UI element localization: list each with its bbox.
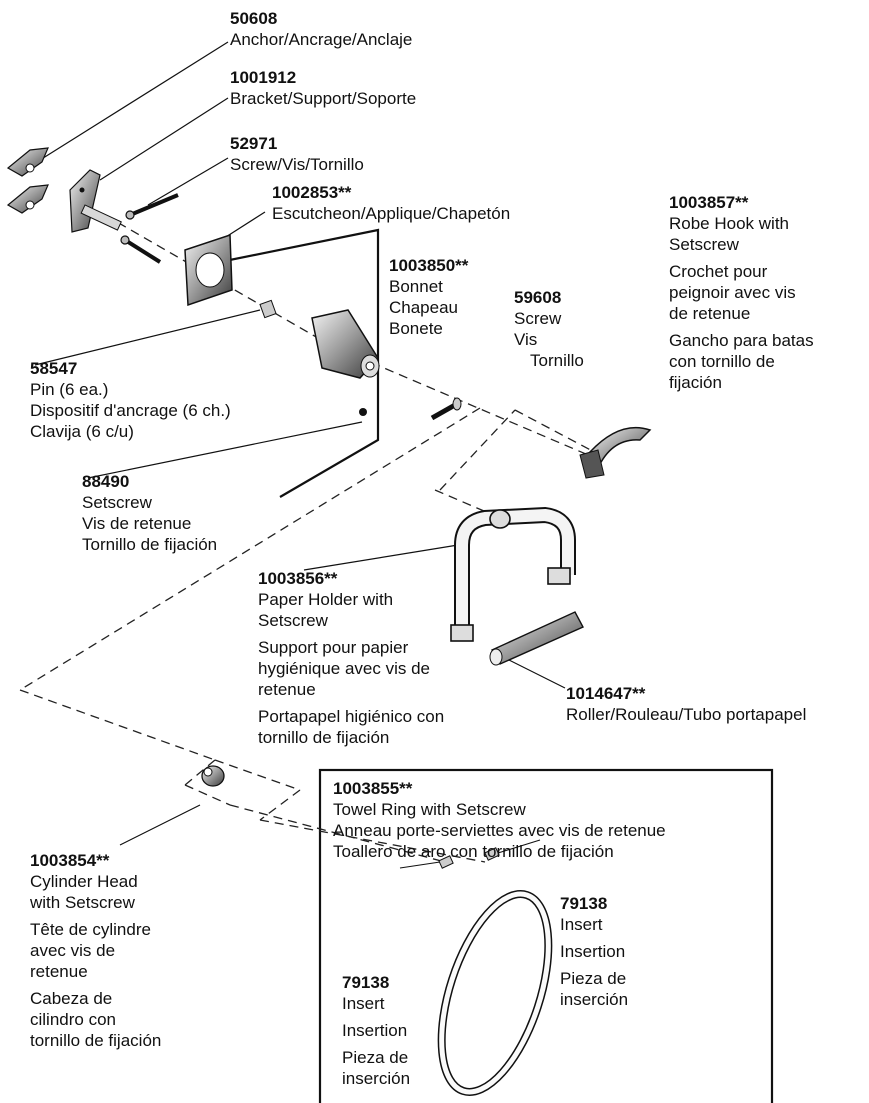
- part-number: 79138: [342, 973, 390, 992]
- part-desc-es: Cabeza de: [30, 989, 113, 1008]
- part-desc-fr: Insertion: [342, 1021, 408, 1040]
- part-number: 88490: [82, 472, 130, 491]
- part-desc: Insert: [342, 994, 385, 1013]
- wall-outline: [204, 228, 380, 498]
- part-desc: Insert: [560, 915, 603, 934]
- part-desc-fr: Crochet pour: [669, 262, 768, 281]
- part-desc-es: Pieza de: [560, 969, 627, 988]
- part-desc: Bracket/Support/Soporte: [230, 89, 417, 108]
- label-paper-holder: 1003856** Paper Holder with Setscrew Sup…: [258, 568, 444, 748]
- label-bracket: 1001912 Bracket/Support/Soporte: [230, 67, 416, 109]
- part-number: 1002853**: [272, 183, 352, 202]
- part-number: 1003856**: [258, 569, 338, 588]
- part-desc-es: con tornillo de: [669, 352, 775, 371]
- part-desc: Dispositif d'ancrage (6 ch.): [30, 401, 231, 420]
- part-desc: Anchor/Ancrage/Anclaje: [230, 30, 413, 49]
- label-cylinder-head: 1003854** Cylinder Head with Setscrew Tê…: [30, 850, 161, 1051]
- part-desc-es: Portapapel higiénico con: [258, 707, 445, 726]
- insert-icon: [438, 847, 500, 869]
- part-desc: Anneau porte-serviettes avec vis de rete…: [333, 821, 666, 840]
- part-desc: Chapeau: [389, 298, 459, 317]
- part-desc: Setscrew: [258, 611, 328, 630]
- part-number: 52971: [230, 134, 278, 153]
- part-desc-fr: hygiénique avec vis de: [258, 659, 431, 678]
- label-pin: 58547 Pin (6 ea.) Dispositif d'ancrage (…: [30, 358, 231, 442]
- part-desc: Vis de retenue: [82, 514, 192, 533]
- part-number: 58547: [30, 359, 78, 378]
- part-number: 1003857**: [669, 193, 749, 212]
- part-desc-fr: peignoir avec vis: [669, 283, 796, 302]
- part-desc-fr: retenue: [30, 962, 88, 981]
- bracket-icon: [69, 169, 122, 233]
- part-desc-es: inserción: [342, 1069, 411, 1088]
- label-bonnet: 1003850** Bonnet Chapeau Bonete: [389, 255, 468, 339]
- part-desc: Roller/Rouleau/Tubo portapapel: [566, 705, 807, 724]
- part-desc: with Setscrew: [30, 893, 135, 912]
- pin-icon: [259, 299, 277, 319]
- part-desc-es: inserción: [560, 990, 629, 1009]
- part-desc: Cylinder Head: [30, 872, 138, 891]
- setscrew-icon: [359, 408, 367, 416]
- escutcheon-icon: [184, 233, 233, 307]
- part-number: 59608: [514, 288, 562, 307]
- paper-holder-icon: [450, 506, 576, 642]
- robe-hook-icon: [579, 426, 652, 479]
- label-roller: 1014647** Roller/Rouleau/Tubo portapapel: [566, 683, 806, 725]
- towel-ring-icon: [437, 890, 553, 1096]
- label-insert-right: 79138 Insert Insertion Pieza de inserció…: [560, 893, 628, 1010]
- cylinder-head-icon: [201, 765, 225, 787]
- part-desc: Setscrew: [669, 235, 739, 254]
- label-screw-mount: 52971 Screw/Vis/Tornillo: [230, 133, 364, 175]
- towel-ring-box: [318, 768, 774, 1103]
- part-desc-es: tornillo de fijación: [258, 728, 390, 747]
- anchor-icon: [6, 147, 49, 214]
- part-desc: Clavija (6 c/u): [30, 422, 134, 441]
- part-desc-es: Pieza de: [342, 1048, 409, 1067]
- label-anchor: 50608 Anchor/Ancrage/Anclaje: [230, 8, 412, 50]
- small-screw-icon: [430, 397, 462, 421]
- part-number: 1014647**: [566, 684, 646, 703]
- bonnet-icon: [311, 309, 380, 379]
- label-setscrew: 88490 Setscrew Vis de retenue Tornillo d…: [82, 471, 217, 555]
- roller-icon: [489, 611, 584, 666]
- part-desc-es: tornillo de fijación: [30, 1031, 162, 1050]
- part-desc-fr: de retenue: [669, 304, 751, 323]
- part-desc: Tornillo de fijación: [82, 535, 218, 554]
- mount-screw-icon: [120, 193, 179, 264]
- part-desc-fr: Tête de cylindre: [30, 920, 151, 939]
- part-desc: Towel Ring with Setscrew: [333, 800, 526, 819]
- part-desc-fr: retenue: [258, 680, 316, 699]
- part-number: 1003854**: [30, 851, 110, 870]
- part-number: 1001912: [230, 68, 297, 87]
- label-robe-hook: 1003857** Robe Hook with Setscrew Croche…: [669, 192, 814, 393]
- part-desc: Bonnet: [389, 277, 443, 296]
- part-number: 1003850**: [389, 256, 469, 275]
- part-desc-es: fijación: [669, 373, 722, 392]
- part-number: 1003855**: [333, 779, 413, 798]
- label-towel-ring: 1003855** Towel Ring with Setscrew Annea…: [333, 778, 666, 862]
- part-desc: Tornillo: [530, 351, 584, 370]
- part-desc: Bonete: [389, 319, 443, 338]
- part-desc: Screw/Vis/Tornillo: [230, 155, 364, 174]
- label-screw-small: 59608 Screw Vis Tornillo: [514, 287, 584, 371]
- part-desc: Paper Holder with: [258, 590, 394, 609]
- part-desc-fr: Insertion: [560, 942, 626, 961]
- part-desc: Pin (6 ea.): [30, 380, 109, 399]
- label-escutcheon: 1002853** Escutcheon/Applique/Chapetón: [272, 182, 510, 224]
- part-desc: Setscrew: [82, 493, 152, 512]
- insert-leaders: [399, 839, 541, 869]
- part-desc: Screw: [514, 309, 562, 328]
- part-number: 50608: [230, 9, 278, 28]
- part-desc: Escutcheon/Applique/Chapetón: [272, 204, 511, 223]
- part-desc: Toallero de aro con tornillo de fijación: [333, 842, 614, 861]
- part-desc-fr: Support pour papier: [258, 638, 409, 657]
- label-insert-left: 79138 Insert Insertion Pieza de inserció…: [342, 972, 410, 1089]
- part-desc-es: cilindro con: [30, 1010, 116, 1029]
- part-number: 79138: [560, 894, 608, 913]
- part-desc-fr: avec vis de: [30, 941, 116, 960]
- part-desc: Vis: [514, 330, 538, 349]
- part-desc: Robe Hook with: [669, 214, 790, 233]
- part-desc-es: Gancho para batas: [669, 331, 814, 350]
